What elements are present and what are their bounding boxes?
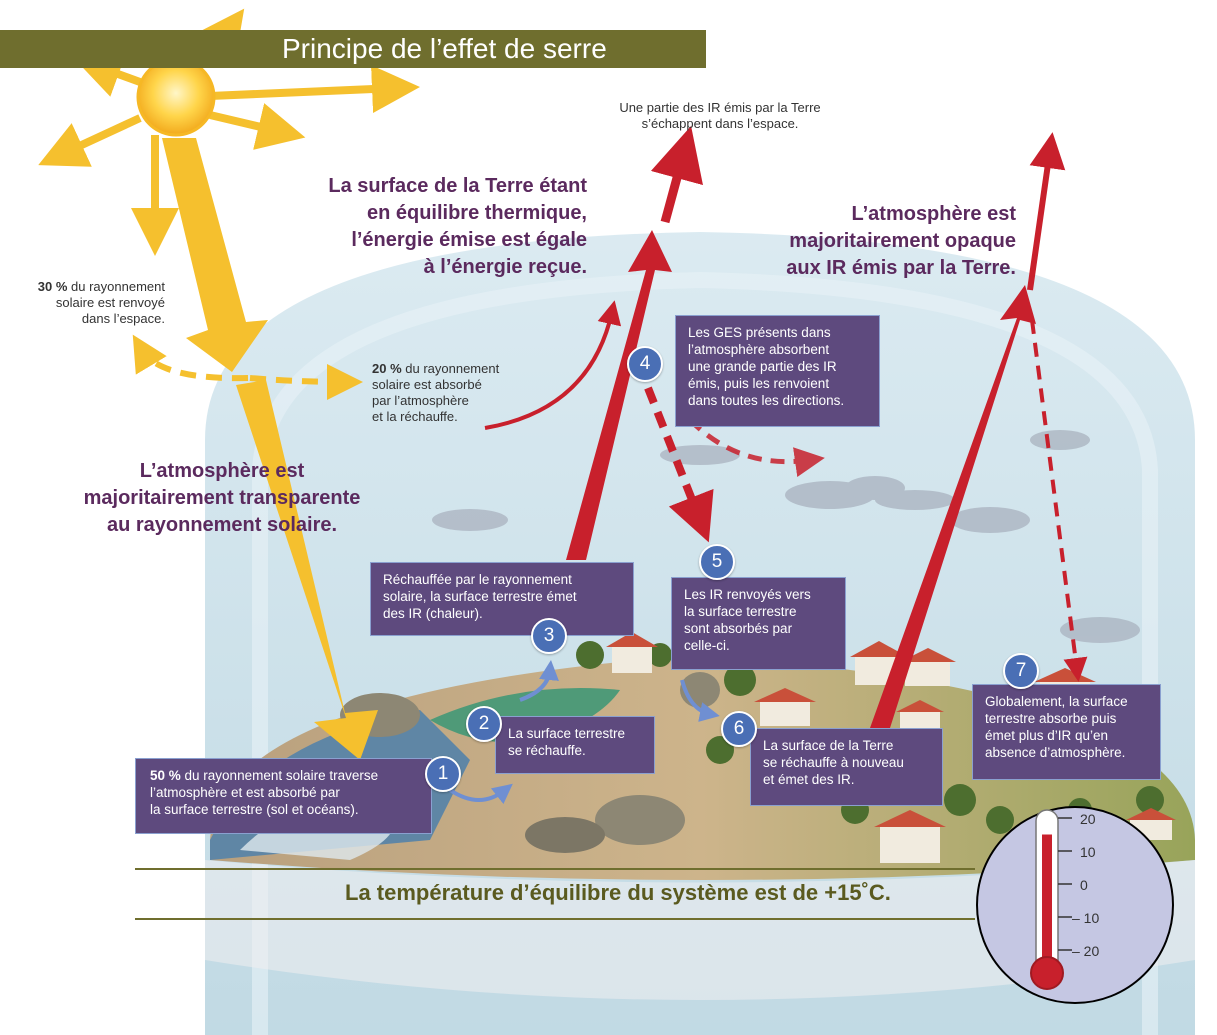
note-ir-escape: Une partie des IR émis par la Terre s’éc… (619, 100, 821, 131)
thermometer-tick-10: 10 (1080, 844, 1096, 860)
sun-icon (136, 57, 216, 137)
step-5-box: Les IR renvoyés vers la surface terrestr… (671, 577, 846, 670)
note-20-bold: 20 % (372, 361, 402, 376)
heading-atmosphere-transparent: L’atmosphère est majoritairement transpa… (83, 460, 361, 536)
solar-beam (162, 138, 378, 760)
step-5-badge: 5 (699, 544, 735, 580)
landscape (210, 632, 1195, 880)
reflection-base (205, 860, 1195, 1000)
step-2-box: La surface terrestre se réchauffe. (495, 716, 655, 774)
note-20-percent: 20 % du rayonnement solaire est absorbé … (372, 361, 542, 425)
step-7-badge: 7 (1003, 653, 1039, 689)
clouds (432, 430, 1140, 643)
thermometer-icon (976, 806, 1174, 1004)
thermometer-tick-20: 20 (1080, 811, 1096, 827)
step-1-bold: 50 % (150, 768, 181, 783)
divider-top (135, 868, 975, 870)
step-6-box: La surface de la Terre se réchauffe à no… (750, 728, 943, 806)
note-30-text: du rayonnement solaire est renvoyé dans … (55, 279, 165, 326)
note-20-text: du rayonnement solaire est absorbé par l… (372, 361, 500, 424)
heading-atmosphere-opaque: L’atmosphère est majoritairement opaque … (786, 203, 1016, 279)
heading-thermal-equilibrium: La surface de la Terre étant en équilibr… (328, 175, 587, 278)
step-4-box: Les GES présents dans l’atmosphère absor… (675, 315, 880, 427)
note-30-percent: 30 % du rayonnement solaire est renvoyé … (0, 279, 165, 327)
step-2-badge: 2 (466, 706, 502, 742)
step-3-box: Réchauffée par le rayonnement solaire, l… (370, 562, 634, 636)
thermometer-tick-minus-10: – 10 (1072, 910, 1100, 926)
equilibrium-temperature: La température d’équilibre du système es… (345, 880, 891, 905)
ir-arrows (484, 125, 1088, 728)
step-1-text: du rayonnement solaire traverse l’atmosp… (150, 768, 379, 817)
step-7-box: Globalement, la surface terrestre absorb… (972, 684, 1161, 780)
title-bar (0, 30, 706, 68)
step-1-box: 50 % du rayonnement solaire traverse l’a… (135, 758, 432, 834)
step-3-badge: 3 (531, 618, 567, 654)
solar-dashed-arrows (132, 334, 363, 400)
thermometer-tick-0: 0 (1080, 877, 1088, 893)
blue-arrows (448, 660, 720, 805)
divider-bottom (135, 918, 975, 920)
note-30-bold: 30 % (37, 279, 68, 294)
step-4-badge: 4 (627, 346, 663, 382)
thermometer-tick-minus-20: – 20 (1072, 943, 1100, 959)
page-title: Principe de l’effet de serre (282, 33, 607, 64)
step-1-badge: 1 (425, 756, 461, 792)
step-6-badge: 6 (721, 711, 757, 747)
